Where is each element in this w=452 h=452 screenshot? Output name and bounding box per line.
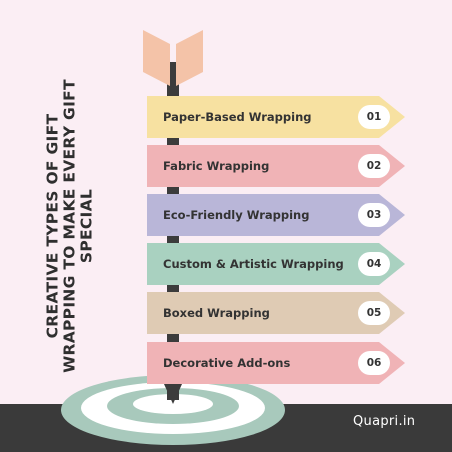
sign-number-badge: 02	[358, 154, 390, 178]
sign-item: Paper-Based Wrapping 01	[147, 96, 407, 138]
sign-arrow-shape	[147, 342, 405, 384]
sign-item: Custom & Artistic Wrapping 04	[147, 243, 407, 285]
title-line-1: CREATIVE TYPES OF GIFT	[43, 113, 62, 339]
title-line-2: WRAPPING TO MAKE EVERY GIFT	[60, 79, 79, 373]
brand-label: Quapri.in	[353, 414, 416, 429]
sign-arrow-shape	[147, 292, 405, 334]
sign-label: Custom & Artistic Wrapping	[163, 257, 344, 271]
title-line-3: SPECIAL	[77, 188, 96, 264]
sign-item: Boxed Wrapping 05	[147, 292, 407, 334]
sign-label: Eco-Friendly Wrapping	[163, 208, 310, 222]
sign-item: Eco-Friendly Wrapping 03	[147, 194, 407, 236]
sign-arrow-shape	[147, 243, 405, 285]
sign-label: Decorative Add-ons	[163, 356, 291, 370]
title-block: CREATIVE TYPES OF GIFT WRAPPING TO MAKE …	[40, 0, 100, 452]
sign-number-badge: 06	[358, 351, 390, 375]
page-title: CREATIVE TYPES OF GIFT WRAPPING TO MAKE …	[43, 66, 96, 386]
sign-label: Boxed Wrapping	[163, 306, 270, 320]
sign-arrow-shape	[147, 96, 405, 138]
sign-arrow-shape	[147, 145, 405, 187]
sign-number-badge: 04	[358, 252, 390, 276]
sign-number-badge: 01	[358, 105, 390, 129]
sign-label: Fabric Wrapping	[163, 159, 270, 173]
sign-arrow-shape	[147, 194, 405, 236]
sign-item: Fabric Wrapping 02	[147, 145, 407, 187]
sign-item: Decorative Add-ons 06	[147, 342, 407, 384]
sign-number-badge: 05	[358, 301, 390, 325]
sign-number-badge: 03	[358, 203, 390, 227]
sign-label: Paper-Based Wrapping	[163, 110, 312, 124]
